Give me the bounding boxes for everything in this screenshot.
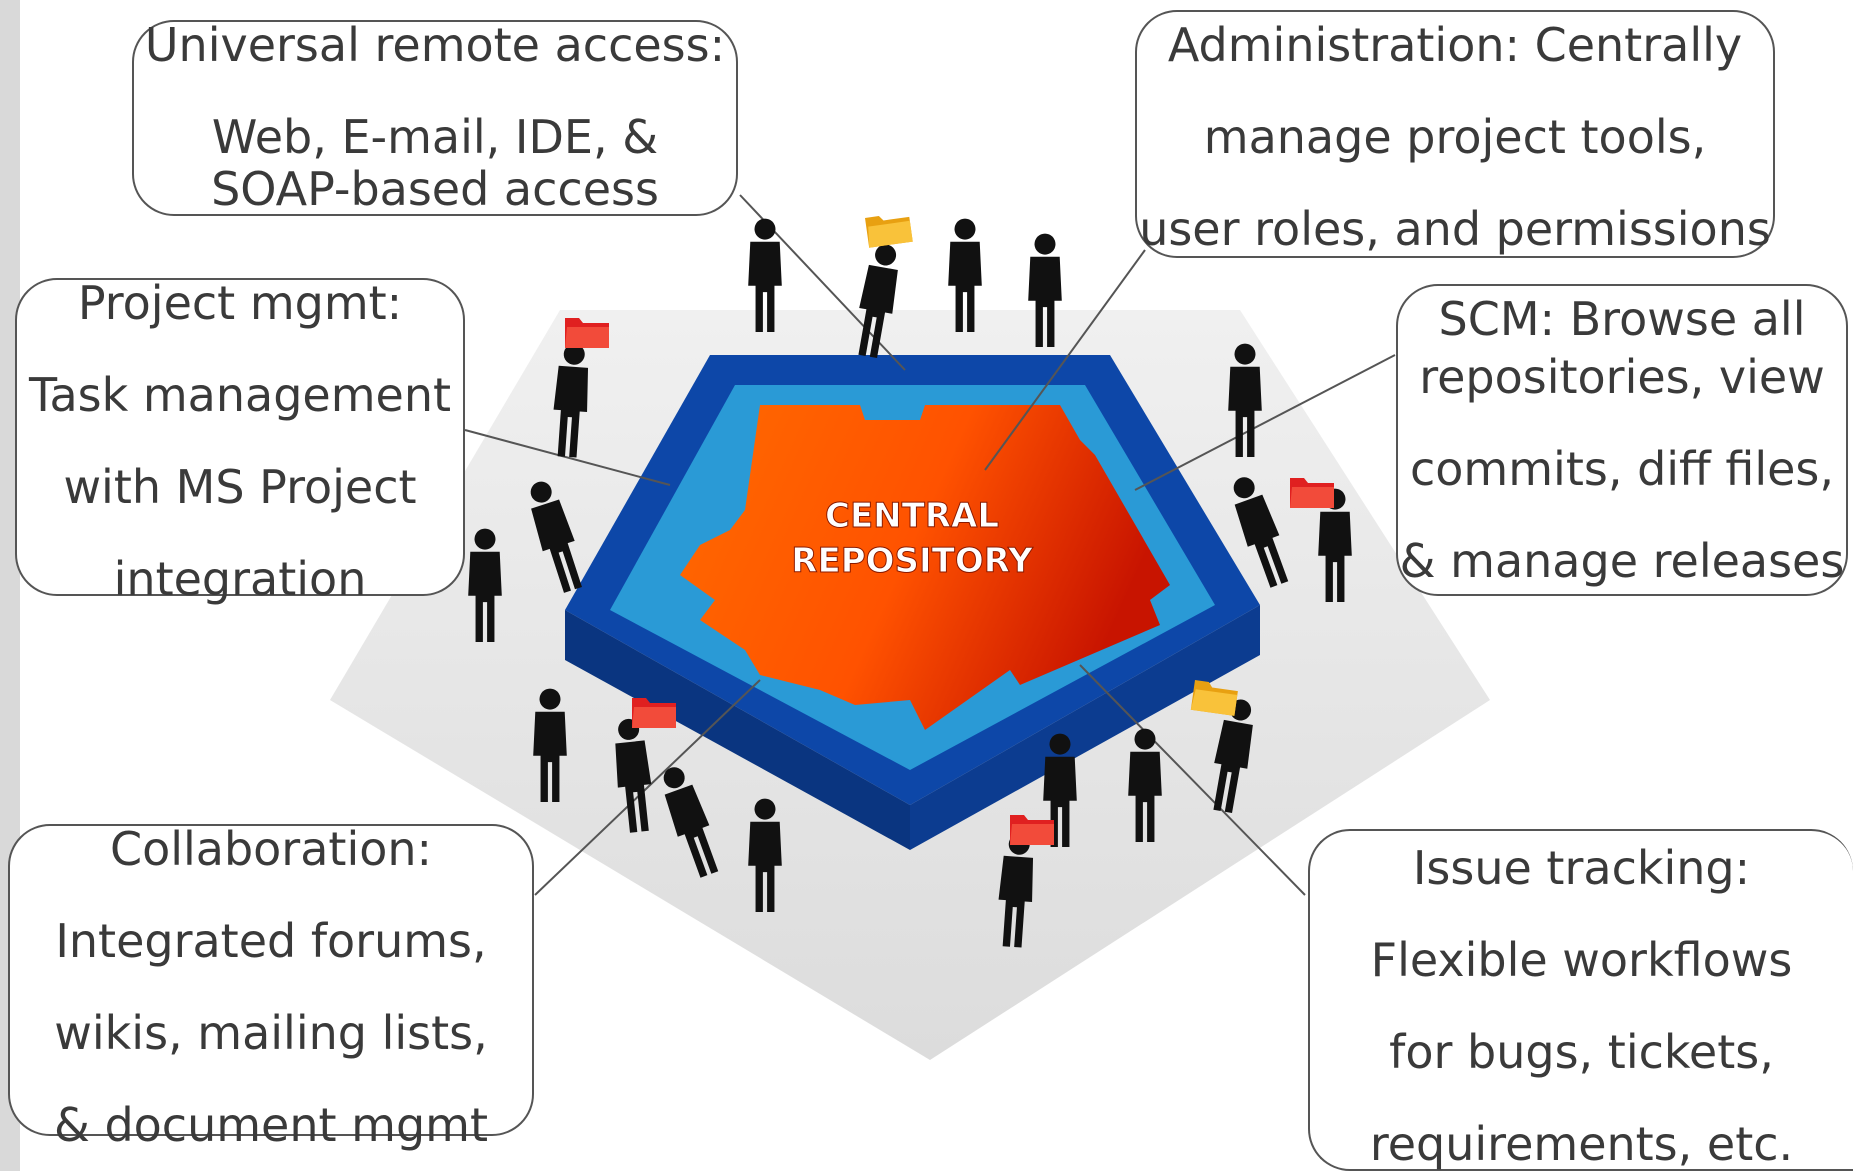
callout-line: Project mgmt: (77, 276, 403, 330)
callout-line: integration (113, 552, 367, 606)
callout-line: Collaboration: (109, 822, 433, 876)
callout-remote-access: Universal remote access: Web, E-mail, ID… (132, 20, 738, 216)
callout-line: Integrated forums, (55, 914, 487, 968)
callout-line: Flexible workflows (1370, 933, 1793, 987)
central-repository-title-1: CENTRAL (825, 496, 999, 536)
callout-line: manage project tools, (1203, 110, 1707, 164)
callout-scm: SCM: Browse all repositories, view commi… (1396, 284, 1848, 596)
central-repository-title-2: REPOSITORY (791, 541, 1033, 581)
callout-line: requirements, etc. (1369, 1117, 1794, 1171)
callout-line: SCM: Browse all (1438, 292, 1806, 346)
folder-icon (865, 211, 913, 248)
callout-project-mgmt: Project mgmt: Task management with MS Pr… (15, 276, 465, 602)
callout-line: Issue tracking: (1412, 841, 1751, 895)
callout-line: & manage releases (1399, 534, 1845, 588)
central-repository-core (680, 405, 1170, 730)
callout-line: Universal remote access: (144, 18, 726, 72)
callout-line: repositories, view (1419, 350, 1825, 404)
callout-administration: Administration: Centrally manage project… (1135, 10, 1775, 258)
callout-collaboration: Collaboration: Integrated forums, wikis,… (8, 822, 534, 1148)
callout-line: Web, E-mail, IDE, & (211, 110, 659, 164)
callout-line: commits, diff files, (1409, 442, 1835, 496)
callout-line: wikis, mailing lists, (54, 1006, 488, 1060)
callout-line: with MS Project (63, 460, 417, 514)
callout-line: Administration: Centrally (1167, 18, 1743, 72)
callout-line: & document mgmt (53, 1098, 489, 1152)
callout-line: SOAP-based access (211, 162, 659, 216)
callout-issue-tracking: Issue tracking: Flexible workflows for b… (1308, 829, 1853, 1171)
callout-line: Task management (28, 368, 452, 422)
callout-line: user roles, and permissions (1139, 202, 1771, 256)
callout-line: for bugs, tickets, (1389, 1025, 1774, 1079)
